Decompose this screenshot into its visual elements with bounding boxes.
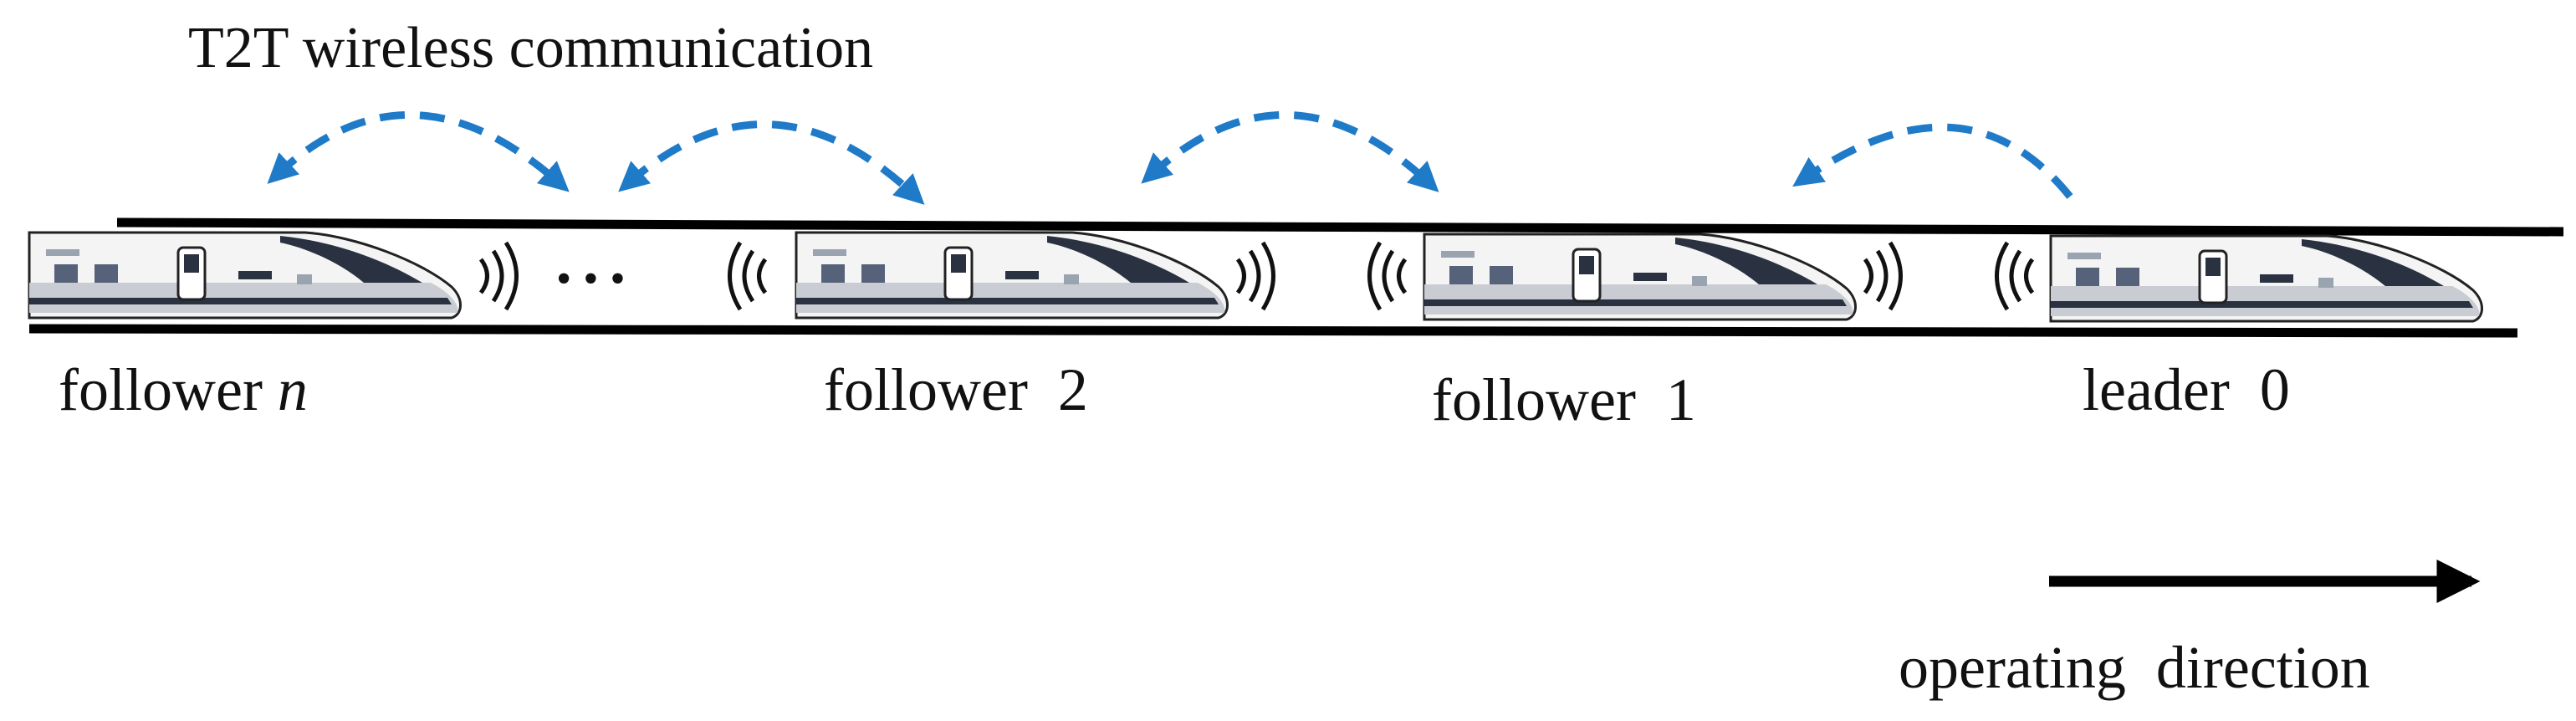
signal-in-icon: [728, 241, 768, 311]
train-follower-n: [28, 231, 463, 320]
train-follower-1: [1423, 233, 1858, 321]
label-follower-n-var: n: [278, 356, 308, 423]
wireless-signals: [478, 241, 2035, 311]
comm-arrow-n-side: [267, 110, 570, 192]
direction-label: operating direction: [1899, 634, 2370, 701]
label-leader-0: leader 0: [2083, 356, 2290, 423]
signal-in-icon: [1367, 241, 1408, 311]
track-lower-rail: [28, 324, 2518, 338]
label-follower-2: follower 2: [824, 356, 1088, 423]
signal-out-icon: [1235, 241, 1275, 311]
signal-out-icon: [1863, 241, 1903, 311]
diagram-title: T2T wireless communication: [188, 16, 873, 80]
train-follower-2: [795, 231, 1229, 320]
label-follower-n: follower n: [59, 356, 308, 423]
comm-arrow-2-side: [618, 120, 925, 205]
comm-arrow-leader-1: [1792, 123, 2073, 199]
track-upper-rail: [116, 217, 2564, 237]
ellipsis: •••: [556, 255, 637, 303]
trains: [28, 231, 2484, 323]
track: [28, 217, 2564, 338]
label-follower-1: follower 1: [1432, 366, 1696, 433]
train-leader-0: [2049, 234, 2484, 323]
signal-out-icon: [478, 241, 519, 311]
signal-in-icon: [1995, 241, 2035, 311]
communication-arrows: [267, 110, 2073, 205]
comm-arrow-2-1: [1141, 110, 1439, 192]
